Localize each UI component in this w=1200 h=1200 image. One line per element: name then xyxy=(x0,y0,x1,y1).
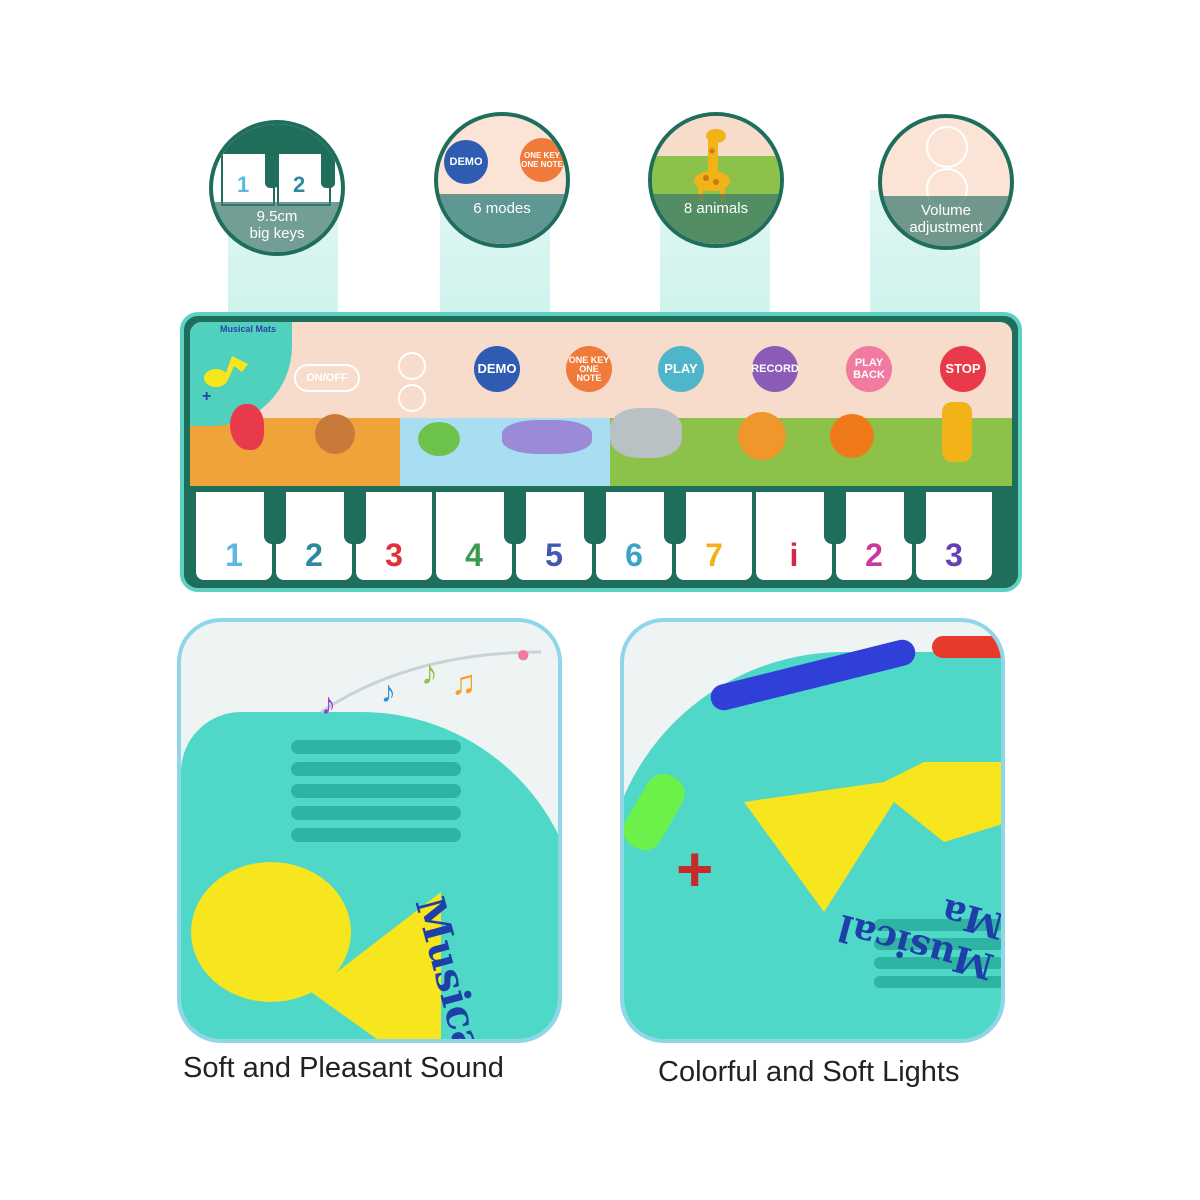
mode-button-playback[interactable]: PLAY BACK xyxy=(846,346,892,392)
speaker-grille-2 xyxy=(874,912,1001,995)
black-key-5[interactable] xyxy=(584,486,606,544)
onoff-button[interactable]: ON/OFF xyxy=(294,364,360,392)
yellow-note-icon-2 xyxy=(744,762,1001,912)
key-number-2: 2 xyxy=(293,172,306,197)
music-notes-icon: ♪ ♪ ♪ ♫ ● xyxy=(320,641,542,721)
piano-key-10[interactable]: 3 xyxy=(916,492,992,580)
speaker-grille xyxy=(291,732,461,862)
piano-key-6[interactable]: 6 xyxy=(596,492,672,580)
piano-key-2[interactable]: 2 xyxy=(276,492,352,580)
feature-animals: 8 animals xyxy=(648,112,784,248)
caption-sound: Soft and Pleasant Sound xyxy=(183,1052,504,1084)
piano-mat: Musical Mats + ON/OFF DEMO ONE KEY ONE N… xyxy=(180,312,1022,592)
elephant-icon xyxy=(610,408,682,458)
piano-key-1[interactable]: 1 xyxy=(196,492,272,580)
frog-icon xyxy=(418,422,460,456)
key-number-1: 1 xyxy=(237,172,250,197)
piano-key-3[interactable]: 3 xyxy=(356,492,432,580)
mode-button-record[interactable]: RECORD xyxy=(751,346,799,392)
yellow-note-icon xyxy=(191,862,441,1039)
caption-lights: Colorful and Soft Lights xyxy=(658,1056,960,1088)
monkey-icon xyxy=(315,414,355,454)
svg-text:♪: ♪ xyxy=(381,676,396,709)
mode-button-onekey[interactable]: ONE KEY ONE NOTE xyxy=(566,346,612,392)
piano-key-9[interactable]: 2 xyxy=(836,492,912,580)
svg-text:●: ● xyxy=(516,641,531,668)
svg-text:♪: ♪ xyxy=(321,688,336,721)
volume-up-button[interactable] xyxy=(398,352,426,380)
giraffe-mat-icon xyxy=(942,402,972,462)
brand-label: Musical Mats xyxy=(220,324,277,334)
feature-caption-modes: 6 modes xyxy=(438,194,566,244)
demo-mini-button: DEMO xyxy=(444,140,488,184)
sound-panel: ♪ ♪ ♪ ♫ ● Musical xyxy=(177,618,562,1043)
hippo-icon xyxy=(502,420,592,454)
onekey-mini-button: ONE KEY ONE NOTE xyxy=(520,138,564,182)
svg-text:♫: ♫ xyxy=(451,664,477,702)
svg-text:♪: ♪ xyxy=(421,654,438,692)
red-light xyxy=(932,636,1001,658)
piano-key-8[interactable]: i xyxy=(756,492,832,580)
piano-key-7[interactable]: 7 xyxy=(676,492,752,580)
black-key-9[interactable] xyxy=(904,486,926,544)
black-key-2[interactable] xyxy=(344,486,366,544)
feature-volume: Volume adjustment xyxy=(878,114,1014,250)
parrot-icon xyxy=(230,404,264,450)
lion-icon xyxy=(738,412,786,460)
red-plus-icon: + xyxy=(676,833,714,905)
feature-caption-volume: Volume adjustment xyxy=(882,196,1010,246)
tiger-icon xyxy=(830,414,874,458)
feature-modes: DEMO ONE KEY ONE NOTE 6 modes xyxy=(434,112,570,248)
piano-key-5[interactable]: 5 xyxy=(516,492,592,580)
black-key-8[interactable] xyxy=(824,486,846,544)
feature-big-keys: 1 2 9.5cm big keys xyxy=(209,120,345,256)
feature-caption-big-keys: 9.5cm big keys xyxy=(213,202,341,252)
mode-button-play[interactable]: PLAY xyxy=(658,346,704,392)
black-key-1[interactable] xyxy=(264,486,286,544)
giraffe-icon xyxy=(694,129,730,202)
mode-button-stop[interactable]: STOP xyxy=(940,346,986,392)
piano-key-4[interactable]: 4 xyxy=(436,492,512,580)
volume-down-button[interactable] xyxy=(398,384,426,412)
music-note-icon xyxy=(204,356,248,387)
black-key-6[interactable] xyxy=(664,486,686,544)
black-key-4[interactable] xyxy=(504,486,526,544)
mode-button-demo[interactable]: DEMO xyxy=(474,346,520,392)
plus-icon[interactable]: + xyxy=(202,388,212,405)
feature-caption-animals: 8 animals xyxy=(652,194,780,244)
lights-panel: + Musical Ma xyxy=(620,618,1005,1043)
